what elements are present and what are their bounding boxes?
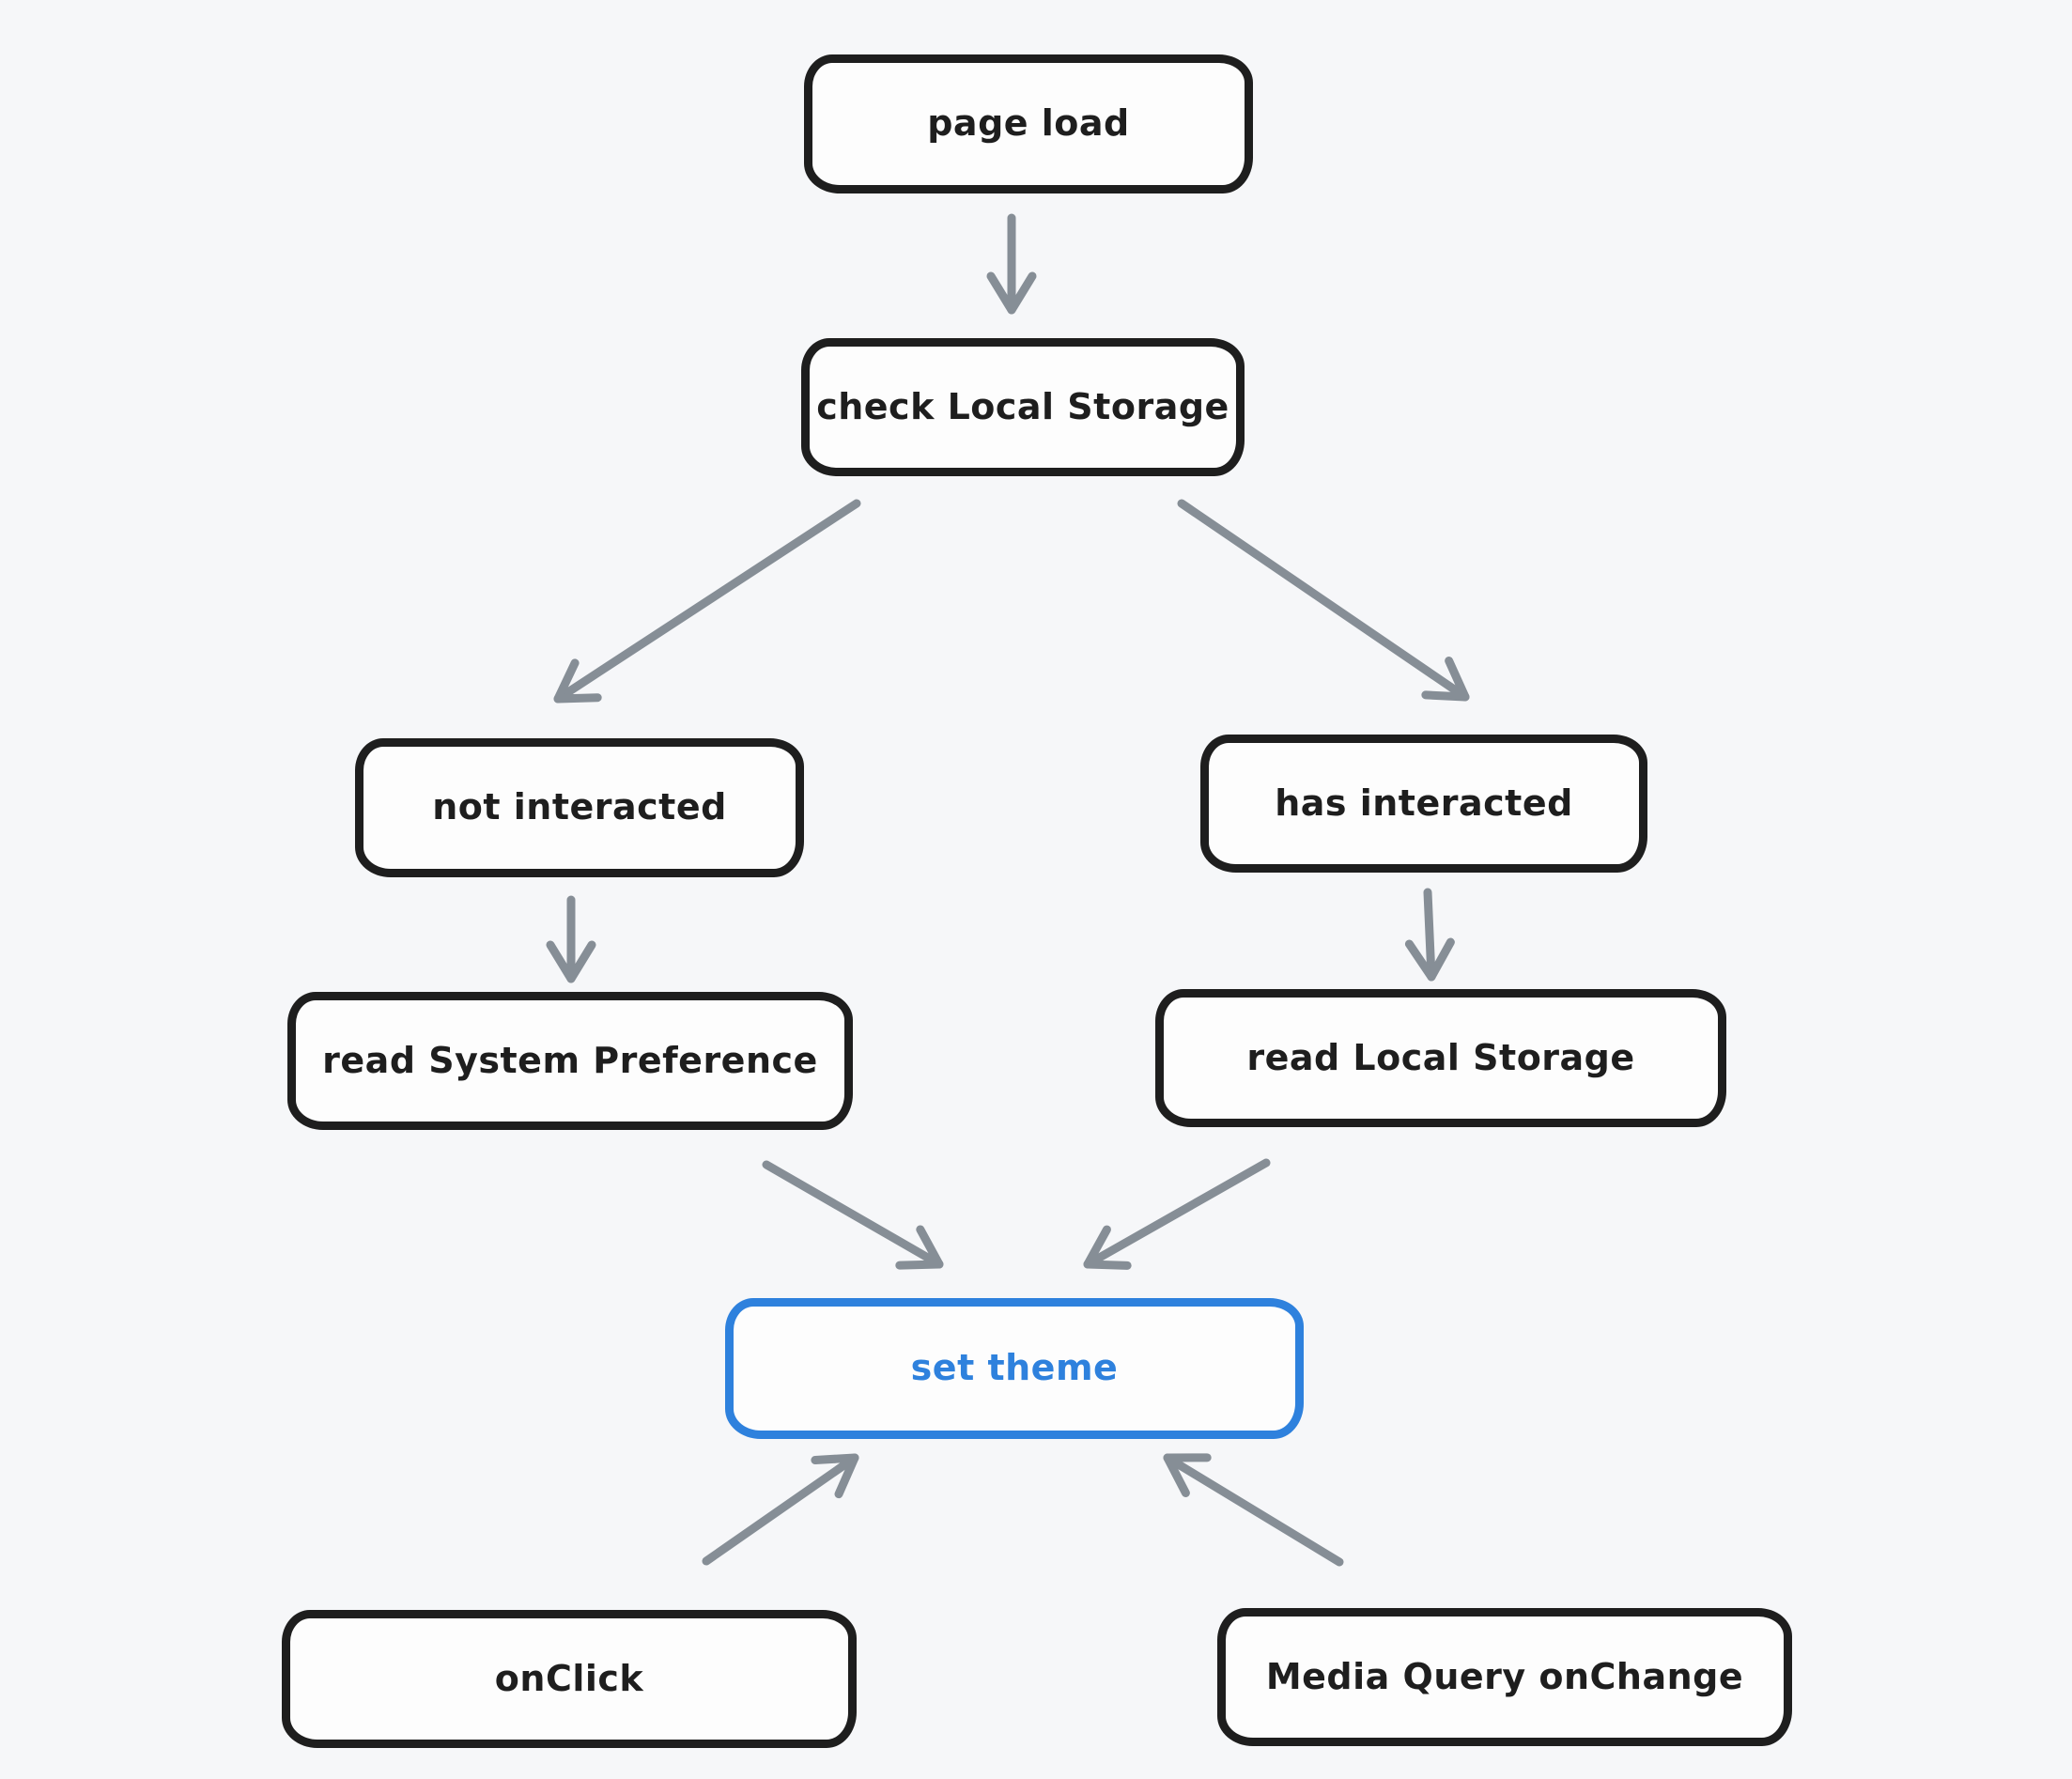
arrow-media-query-onchange-to-set-theme xyxy=(1163,1453,1344,1567)
arrow-check-local-storage-to-has-interacted xyxy=(1177,499,1470,702)
node-set-theme: set theme xyxy=(725,1298,1304,1439)
node-read-local-storage: read Local Storage xyxy=(1155,989,1726,1127)
arrow-read-local-storage-to-set-theme xyxy=(1083,1158,1271,1270)
node-not-interacted: not interacted xyxy=(355,738,804,877)
node-media-query-onchange: Media Query onChange xyxy=(1217,1608,1792,1746)
node-onclick: onClick xyxy=(282,1610,857,1748)
node-check-local-storage: check Local Storage xyxy=(801,338,1245,476)
node-page-load: page load xyxy=(804,54,1253,193)
arrow-check-local-storage-to-not-interacted xyxy=(553,499,861,704)
arrow-has-interacted-to-read-local-storage xyxy=(1404,888,1455,982)
arrow-read-system-preference-to-set-theme xyxy=(762,1160,944,1270)
node-has-interacted: has interacted xyxy=(1200,735,1647,873)
node-read-system-preference: read System Preference xyxy=(287,992,853,1130)
arrow-onclick-to-set-theme xyxy=(702,1453,859,1566)
